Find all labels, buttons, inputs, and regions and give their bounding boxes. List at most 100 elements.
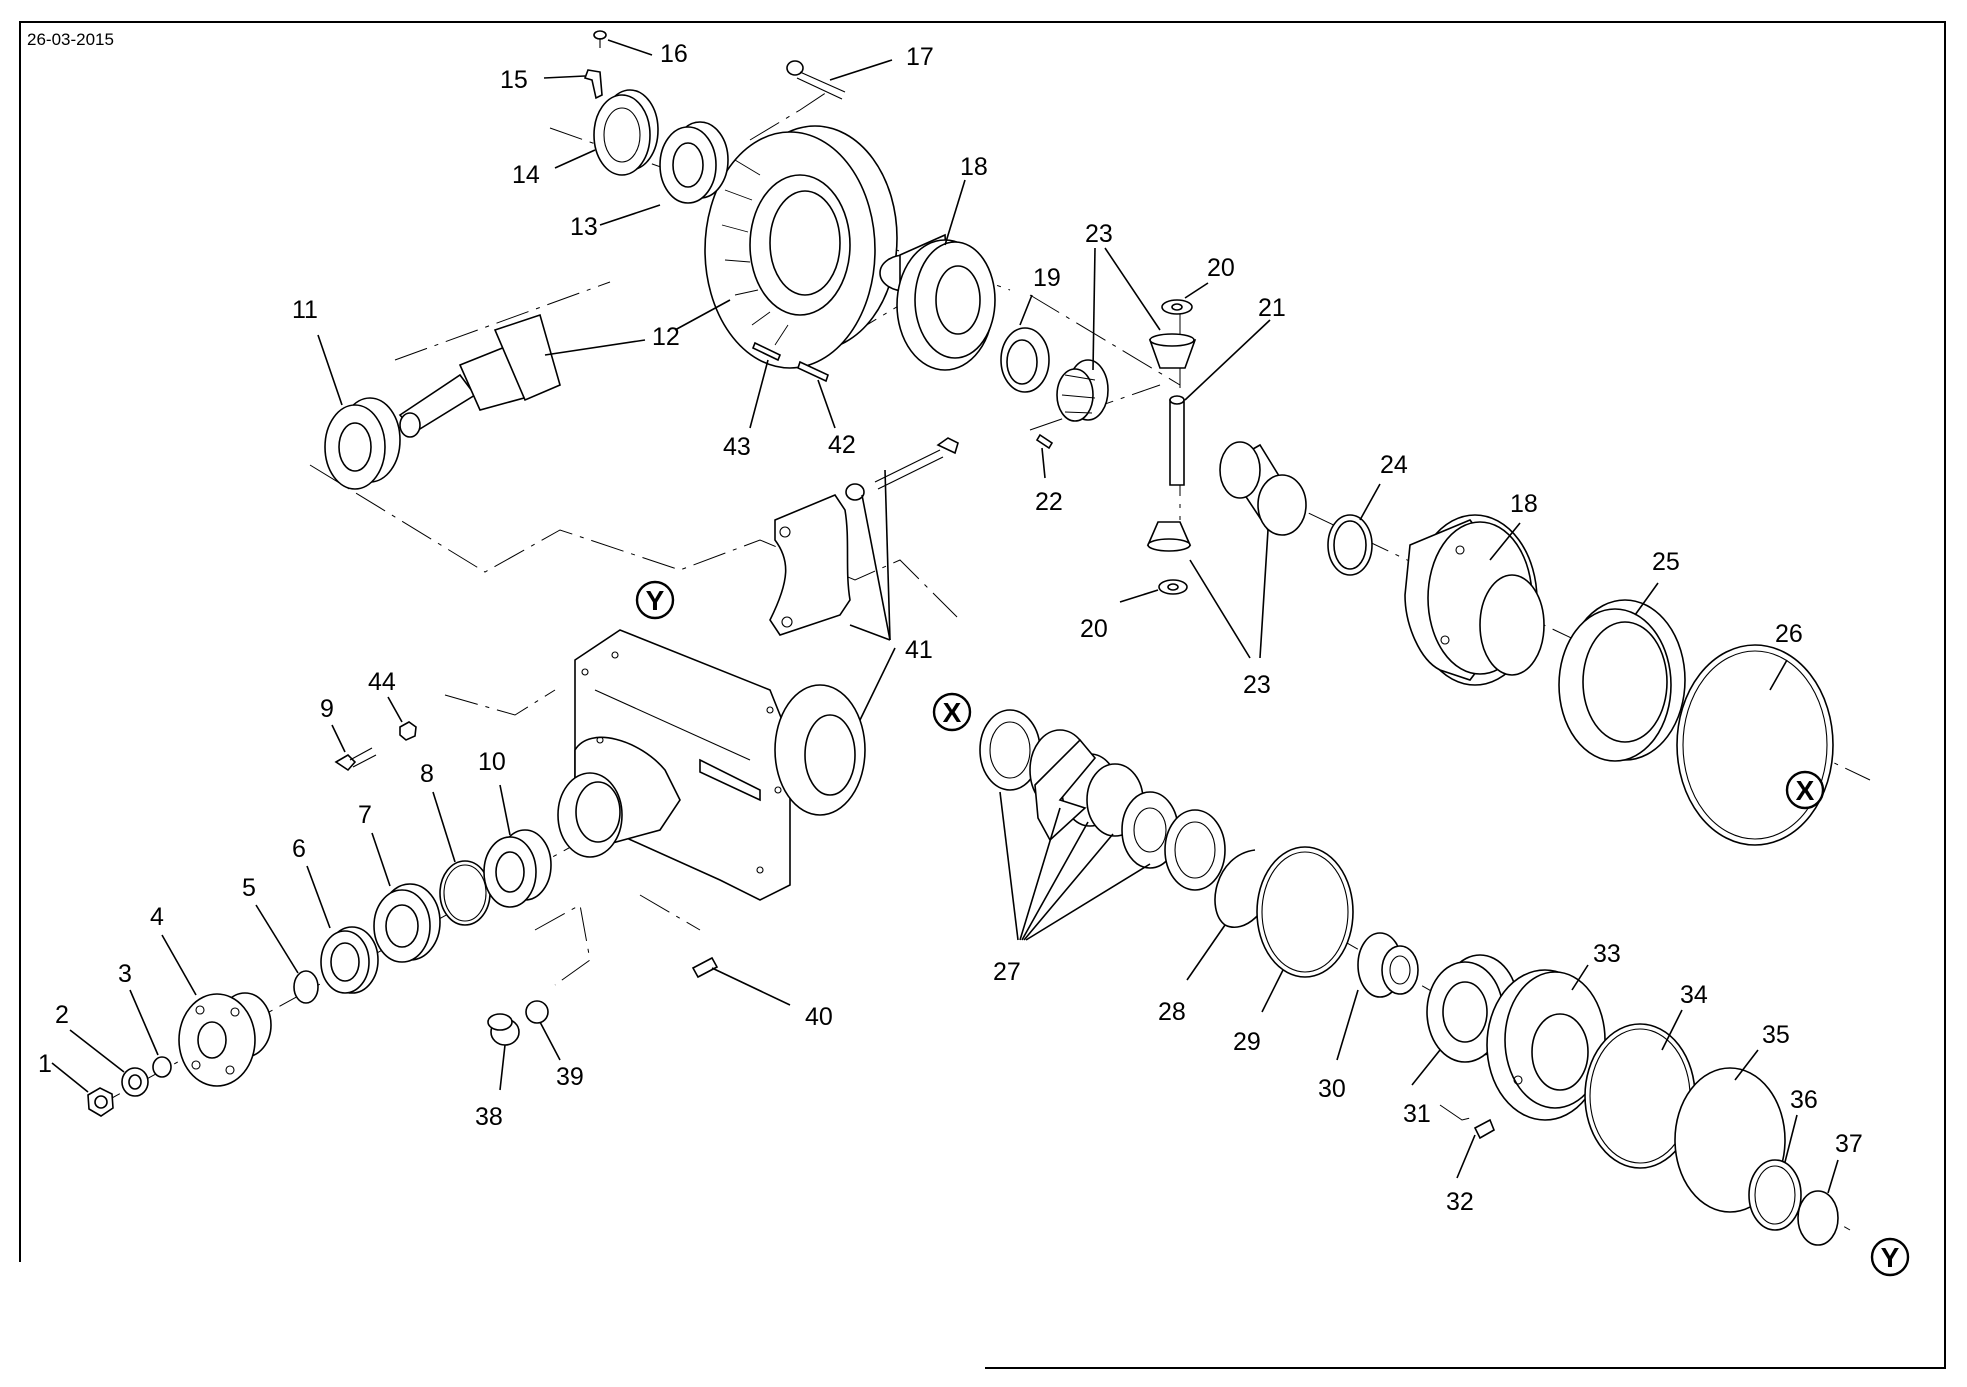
spring-pin-part	[751, 341, 782, 362]
callout-20b: 20	[1080, 615, 1108, 643]
small-oring-part	[152, 1056, 172, 1078]
callout-33: 33	[1593, 940, 1621, 968]
taper-bearing-part	[483, 829, 552, 908]
case-bearing-part	[1558, 599, 1686, 762]
callout-27: 27	[993, 958, 1021, 986]
callout-29: 29	[1233, 1028, 1261, 1056]
callout-5: 5	[242, 874, 256, 902]
seal-ring-part	[373, 883, 441, 963]
cross-pin-part	[1169, 395, 1185, 486]
callout-4: 4	[150, 903, 164, 931]
reference-marker-x-right: X	[1785, 770, 1825, 810]
callout-40: 40	[805, 1003, 833, 1031]
callout-9: 9	[320, 695, 334, 723]
callout-32: 32	[1446, 1188, 1474, 1216]
callout-numbers: 1 2 3 4 5 6 7 8 9 10 11 12 13 14 15 16 1…	[38, 40, 1863, 1216]
hex-nut-part	[87, 1087, 114, 1117]
callout-41: 41	[905, 636, 933, 664]
carrier-bearing-part	[659, 121, 729, 204]
callout-31: 31	[1403, 1100, 1431, 1128]
callout-23: 23	[1085, 220, 1113, 248]
callout-17: 17	[906, 43, 934, 71]
clip-part	[583, 69, 603, 100]
roll-pin-part	[1035, 433, 1054, 450]
ring-gear-part	[704, 125, 898, 369]
differential-case-part	[879, 233, 996, 371]
callout-11: 11	[292, 296, 318, 324]
sealing-washer-part	[525, 1000, 549, 1024]
reference-marker-x-left: X	[932, 692, 972, 732]
svg-text:Y: Y	[646, 585, 665, 616]
bearing-cap-part	[769, 437, 959, 636]
callout-43: 43	[723, 433, 751, 461]
callout-21: 21	[1258, 294, 1286, 322]
small-nut-part	[399, 721, 417, 741]
lock-pin-part	[797, 360, 829, 383]
thrust-washer-part	[1000, 327, 1050, 393]
drive-flange-part	[178, 992, 272, 1087]
callout-18: 18	[960, 153, 988, 181]
callout-30: 30	[1318, 1075, 1346, 1103]
locating-pin-part	[1473, 1118, 1496, 1140]
pinion-gear-upper-part	[1148, 333, 1197, 369]
callout-15: 15	[500, 66, 528, 94]
callout-23b: 23	[1243, 671, 1271, 699]
callout-2: 2	[55, 1001, 69, 1029]
gear-washer-lower-part	[1158, 579, 1188, 595]
reference-marker-y-bottom: Y	[1870, 1237, 1910, 1277]
callout-3: 3	[118, 960, 132, 988]
drawing-frame	[19, 21, 1946, 1369]
callout-19: 19	[1033, 264, 1061, 292]
bolt-part	[786, 60, 846, 100]
thrust-ring-part	[1748, 1159, 1802, 1231]
gear-washer-upper-part	[1161, 299, 1193, 315]
callout-26: 26	[1775, 620, 1803, 648]
callout-leader-lines	[51, 39, 1839, 1194]
callout-20: 20	[1207, 254, 1235, 282]
callout-38: 38	[475, 1103, 503, 1131]
callout-6: 6	[292, 835, 306, 863]
callout-28: 28	[1158, 998, 1186, 1026]
axle-housing-part	[557, 629, 866, 901]
callout-7: 7	[358, 801, 372, 829]
pinion-gear-lower-part	[1146, 521, 1192, 552]
callout-25: 25	[1652, 548, 1680, 576]
callout-42: 42	[828, 431, 856, 459]
callout-12: 12	[652, 323, 680, 351]
callout-36: 36	[1790, 1086, 1818, 1114]
callout-44: 44	[368, 668, 396, 696]
shaft-seal-part	[320, 926, 379, 994]
callout-14: 14	[512, 161, 540, 189]
pinion-shaft-part	[398, 313, 561, 438]
pinion-bearing-part	[324, 397, 401, 490]
screw-part	[334, 747, 377, 772]
callout-16: 16	[660, 40, 688, 68]
roller-cage-part	[593, 89, 659, 176]
callout-24: 24	[1380, 451, 1408, 479]
svg-text:X: X	[943, 697, 962, 728]
svg-text:Y: Y	[1881, 1242, 1900, 1273]
piston-ring-part	[1256, 846, 1354, 978]
callout-8: 8	[420, 760, 434, 788]
callout-39: 39	[556, 1063, 584, 1091]
oring-part	[293, 970, 319, 1004]
brake-cover-part	[1486, 969, 1606, 1121]
callout-10: 10	[478, 748, 506, 776]
large-retaining-ring-part	[1676, 644, 1834, 846]
callout-1: 1	[38, 1050, 52, 1078]
callout-35: 35	[1762, 1021, 1790, 1049]
washer-part	[121, 1067, 149, 1097]
small-screw-part	[593, 30, 607, 48]
snap-ring-part	[439, 860, 491, 926]
callout-13: 13	[570, 213, 598, 241]
differential-case-half-part	[1404, 514, 1545, 686]
splined-side-gear-part	[1219, 441, 1307, 536]
side-gear-part	[1056, 359, 1109, 422]
reference-marker-y-top: Y	[635, 580, 675, 620]
callout-34: 34	[1680, 981, 1708, 1009]
shim-ring-part	[1327, 514, 1373, 576]
clutch-disc-pack-part	[979, 709, 1226, 891]
drain-plug-part	[487, 1013, 520, 1046]
svg-text:X: X	[1796, 775, 1815, 806]
